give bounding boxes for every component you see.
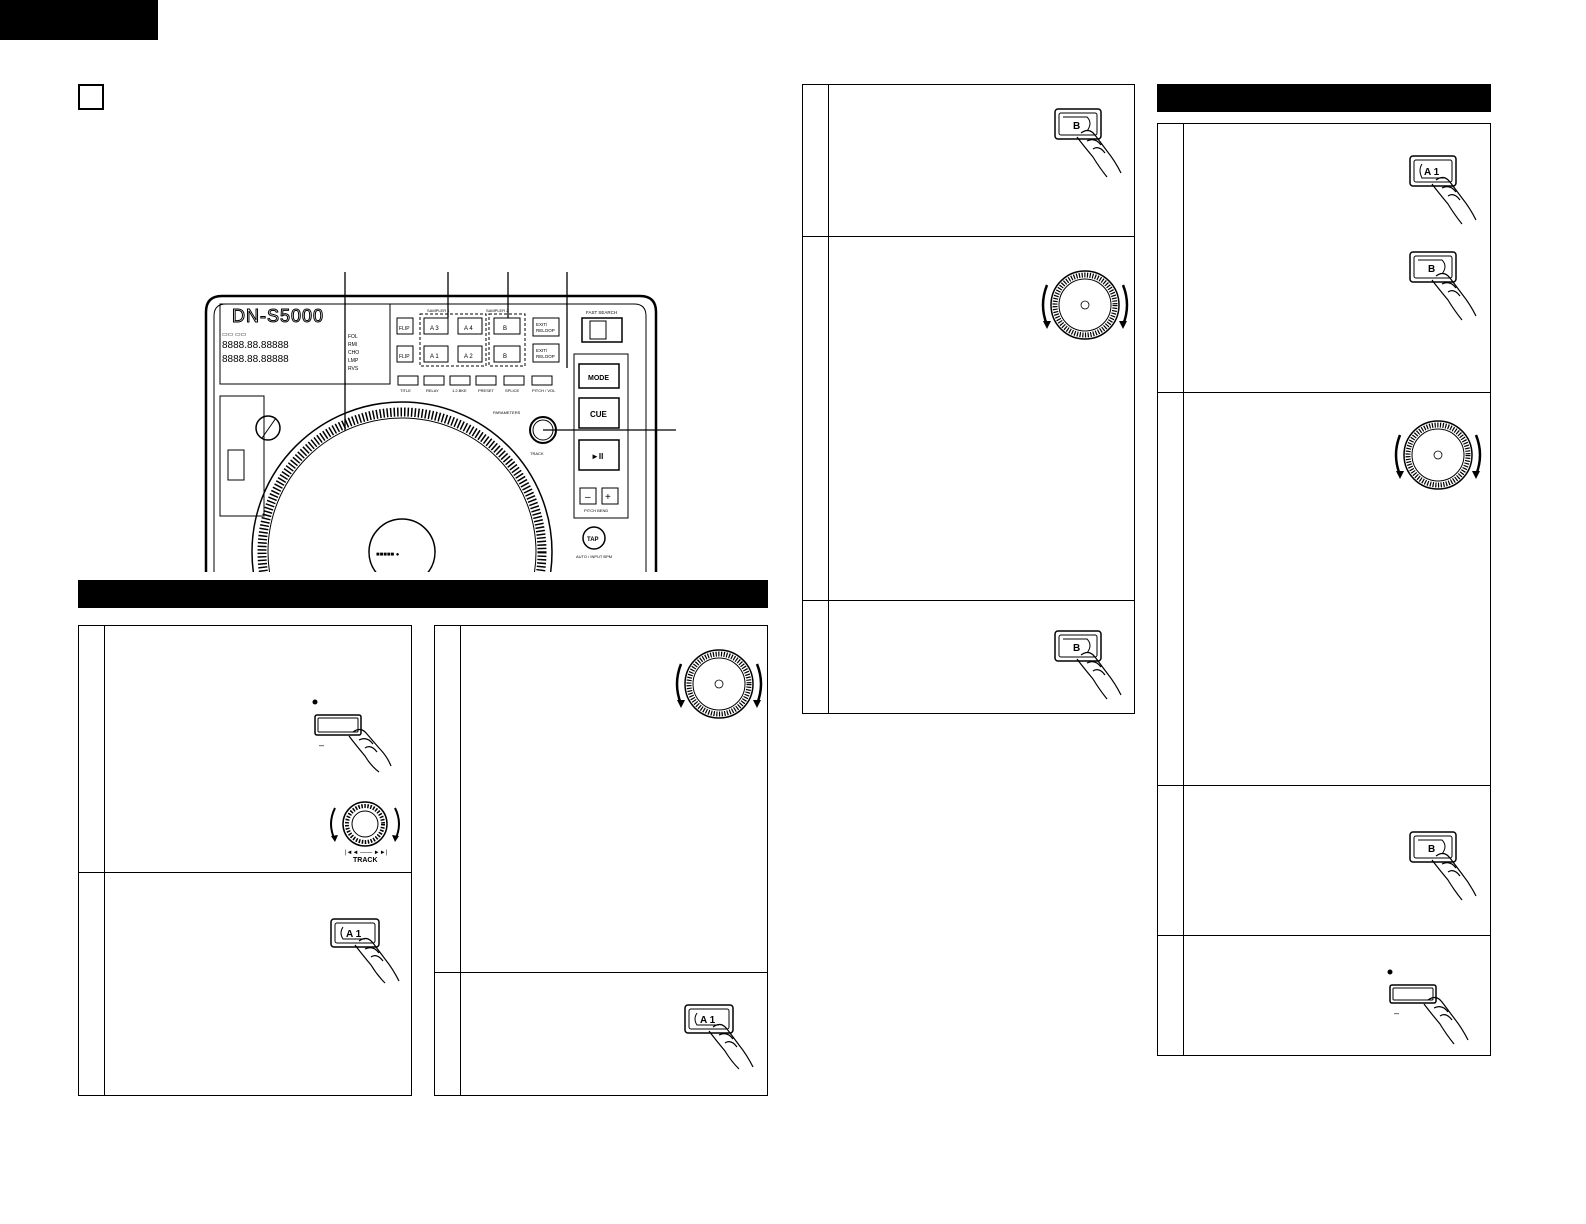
b-label: B xyxy=(1073,643,1080,654)
a1-label: A 1 xyxy=(346,929,362,940)
svg-text:EXIT/: EXIT/ xyxy=(536,322,548,327)
track-knob-icon: |◄◄ —— ►►| TRACK xyxy=(330,801,400,864)
a1-button-icon: A 1 xyxy=(1409,155,1477,225)
svg-text:8888.88.88888: 8888.88.88888 xyxy=(222,340,289,351)
a1-button-icon: A 1 xyxy=(684,1004,754,1070)
svg-text:TAP: TAP xyxy=(587,537,599,543)
button-press-icon: – xyxy=(1387,969,1469,1045)
step-row: A 1 xyxy=(79,872,411,1095)
button-press-icon: – xyxy=(312,699,392,773)
svg-text:PITCH BEND: PITCH BEND xyxy=(584,508,608,513)
section-checkbox[interactable] xyxy=(78,84,104,110)
svg-text:▭▭ ▭▭: ▭▭ ▭▭ xyxy=(222,332,247,338)
svg-text:CUE: CUE xyxy=(590,410,608,419)
jog-wheel-icon xyxy=(675,649,763,719)
svg-text:EXIT/: EXIT/ xyxy=(536,348,548,353)
svg-text:FLIP: FLIP xyxy=(399,326,410,332)
svg-text:|◄◄ —— ►►|: |◄◄ —— ►►| xyxy=(345,850,388,856)
b-button-icon: B xyxy=(1054,630,1122,700)
jog-wheel-icon xyxy=(1041,270,1129,340)
procedure-panel-3: B B xyxy=(802,84,1135,714)
svg-text:–: – xyxy=(1394,1008,1399,1018)
svg-text:PITCH / VOL: PITCH / VOL xyxy=(532,388,556,393)
svg-text:+: + xyxy=(605,492,611,503)
svg-text:PARAMETERS: PARAMETERS xyxy=(493,410,521,415)
procedure-panel-2: A 1 xyxy=(434,625,768,1096)
step-row: A 1 xyxy=(435,972,767,1095)
svg-text:■■■■■ ●: ■■■■■ ● xyxy=(376,552,400,558)
svg-text:–: – xyxy=(319,740,324,750)
svg-text:SAMPLER 2: SAMPLER 2 xyxy=(486,308,509,313)
b-label: B xyxy=(1428,844,1435,855)
svg-text:FLIP: FLIP xyxy=(399,354,410,360)
svg-text:CHO: CHO xyxy=(348,350,359,356)
svg-text:RELOOP: RELOOP xyxy=(536,328,555,333)
svg-text:TITLE: TITLE xyxy=(400,388,411,393)
svg-text:RVS: RVS xyxy=(348,366,359,372)
b-button-icon: B xyxy=(1409,831,1477,901)
svg-text:►II: ►II xyxy=(591,452,603,461)
jog-wheel-icon xyxy=(1394,420,1482,490)
svg-text:A 2: A 2 xyxy=(464,354,473,360)
svg-text:B: B xyxy=(503,354,507,360)
svg-text:RMI: RMI xyxy=(348,342,357,348)
player-illustration: DN-S5000 ▭▭ ▭▭ 8888.88.88888 8888.88.888… xyxy=(204,272,676,572)
step-row: – xyxy=(1158,935,1490,1055)
step-row: B xyxy=(803,85,1134,236)
language-tab xyxy=(0,0,158,40)
svg-text:FOL: FOL xyxy=(348,334,358,340)
step-row: B xyxy=(1158,785,1490,935)
a1-label: A 1 xyxy=(1424,167,1440,178)
step-row xyxy=(803,236,1134,600)
svg-text:FAST SEARCH: FAST SEARCH xyxy=(586,310,617,315)
step-row: A 1 B xyxy=(1158,124,1490,392)
b-label: B xyxy=(1428,264,1435,275)
svg-text:PRESET: PRESET xyxy=(478,388,495,393)
section-header-bar xyxy=(78,580,768,608)
svg-text:1.2.BKE: 1.2.BKE xyxy=(452,388,467,393)
step-row: B xyxy=(803,600,1134,713)
svg-text:SAMPLER 1: SAMPLER 1 xyxy=(427,308,450,313)
svg-text:RELOOP: RELOOP xyxy=(536,354,555,359)
svg-text:A 4: A 4 xyxy=(464,326,473,332)
b-label: B xyxy=(1073,121,1080,132)
a1-button-icon: A 1 xyxy=(330,918,400,984)
b-button-icon: B xyxy=(1054,108,1122,178)
svg-text:–: – xyxy=(585,492,591,503)
svg-text:A 3: A 3 xyxy=(430,326,439,332)
svg-text:RELAY: RELAY xyxy=(426,388,439,393)
section-header-bar xyxy=(1157,84,1491,112)
step-row xyxy=(435,626,767,972)
step-row xyxy=(1158,392,1490,785)
track-knob-label: TRACK xyxy=(353,857,378,864)
svg-text:8888.88.88888: 8888.88.88888 xyxy=(222,354,289,365)
model-name: DN-S5000 xyxy=(232,306,324,326)
svg-text:A 1: A 1 xyxy=(430,354,439,360)
svg-text:MODE: MODE xyxy=(588,375,609,382)
a1-label: A 1 xyxy=(700,1015,716,1026)
svg-text:SPLICE: SPLICE xyxy=(505,388,520,393)
procedure-panel-4: A 1 B B xyxy=(1157,123,1491,1056)
step-row: – |◄◄ —— ►►| TRACK xyxy=(79,626,411,872)
svg-text:LMP: LMP xyxy=(348,358,359,364)
svg-text:TRACK: TRACK xyxy=(530,451,544,456)
svg-text:AUTO / INPUT BPM: AUTO / INPUT BPM xyxy=(576,554,612,559)
b-button-icon: B xyxy=(1409,251,1477,321)
procedure-panel-1: – |◄◄ —— ►►| TRACK A 1 xyxy=(78,625,412,1096)
svg-text:B: B xyxy=(503,326,507,332)
